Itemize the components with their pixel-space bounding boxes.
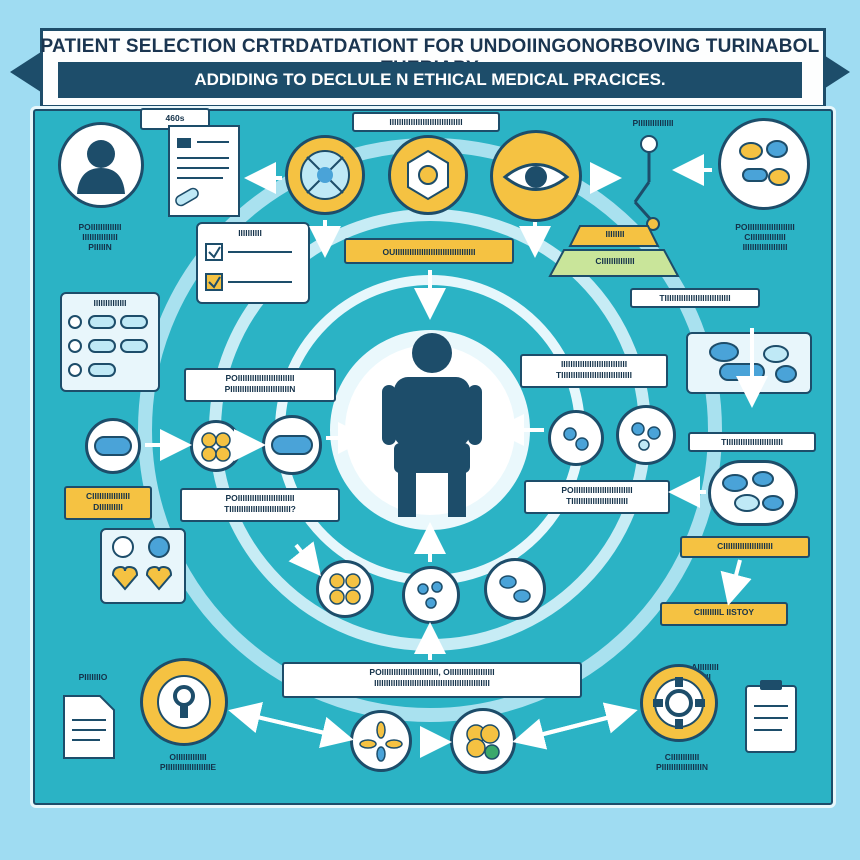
document-icon: [63, 695, 115, 759]
bottom-box: POIIIIIIIIIIIIIIIIIIIIIIII, OIIIIIIIIIII…: [282, 662, 582, 698]
bottom-cells-circle-3: [484, 558, 546, 620]
yellow-cells-icon: [201, 432, 231, 462]
blue-cells-icon: [631, 422, 661, 451]
subtitle-bar: [58, 62, 802, 98]
pills-circle: [718, 118, 810, 210]
page-subtitle: ADDIDING TO DECLULE N ETHICAL MEDICAL PR…: [194, 70, 666, 89]
mid-left-box: POIIIIIIIIIIIIIIIIIIIIIIII PIIIIIIIIIIII…: [184, 368, 336, 402]
user-silhouette-icon: [77, 140, 125, 194]
keyhole-icon: [157, 675, 211, 729]
capsule-icon: [94, 436, 132, 456]
profile-label: POIIIIIIIIIIIII IIIIIIIIIIIIIII PIIIIIN: [78, 222, 122, 252]
right-cell-circle-1: [548, 410, 604, 466]
pill-list-icon: [68, 315, 148, 377]
right-cell-circle-2: [616, 405, 676, 465]
lower-left-box: POIIIIIIIIIIIIIIIIIIIIIIII TIIIIIIIIIIII…: [180, 488, 340, 522]
central-patient-icon: [382, 333, 482, 517]
checklist-heading: IIIIIIIIII: [238, 228, 262, 238]
capsule-icon-2: [271, 435, 313, 455]
right-top-caption: POIIIIIIIIIIIIIIIIIIII CIIIIIIIIIIIIIII …: [735, 222, 795, 252]
pyramid-bottom-label: CIIIIIIIIIIIIII: [595, 256, 635, 266]
left-list-heading: IIIIIIIIIIIIII: [93, 298, 127, 308]
top-center-box: IIIIIIIIIIIIIIIIIIIIIIIIIIIIIII: [352, 112, 500, 132]
microscope-cell-icon: [300, 150, 350, 200]
bottom-left-tag: PIIIIIIIO: [78, 672, 108, 682]
bottom-left-caption: OIIIIIIIIIIIII PIIIIIIIIIIIIIIIIIIIE: [159, 752, 217, 772]
hearts-icon: [111, 536, 173, 591]
hexagon-molecule-icon: [407, 149, 449, 201]
right-yellow-box-1: CIIIIIIIIIIIIIIIIIIIII: [680, 536, 810, 558]
right-mid-label: TIIIIIIIIIIIIIIIIIIIIIIII: [688, 432, 816, 452]
bottom-cells-circle-1: [316, 560, 374, 618]
clipboard-icon: [745, 680, 797, 753]
yellow-cells-icon-2: [329, 573, 361, 605]
blue-dots-icon: [417, 581, 443, 609]
center-yellow-box: OUIIIIIIIIIIIIIIIIIIIIIIIIIIIIIIIIII: [344, 238, 514, 264]
capsules-icon: [709, 342, 797, 383]
eye-icon: [502, 163, 570, 191]
pills-icon: [739, 140, 790, 186]
mid-right-box: IIIIIIIIIIIIIIIIIIIIIIIIIIII TIIIIIIIIII…: [520, 354, 668, 388]
bottom-right-caption: CIIIIIIIIIIII PIIIIIIIIIIIIIIIIIN: [656, 752, 708, 772]
pyramid-top-label: IIIIIIII: [605, 229, 625, 239]
right-capsule-cluster: [708, 460, 798, 526]
blue-cells-icon-2: [499, 575, 531, 603]
bottom-center-circle-1: [350, 710, 412, 772]
molecule-chain-icon: [633, 135, 660, 231]
blue-cell-icon: [563, 427, 589, 451]
flower-cells-icon: [466, 724, 500, 760]
ribbon-left: [10, 50, 44, 94]
target-gear-icon: [653, 677, 705, 729]
left-yellow-box: CIIIIIIIIIIIIIIII DIIIIIIIIII: [64, 486, 152, 520]
right-yellow-box-2: CIIIIIIIIL IISTOY: [660, 602, 788, 626]
lower-right-box: POIIIIIIIIIIIIIIIIIIIIIIIII TIIIIIIIIIII…: [524, 480, 670, 514]
top-right-label: PIIIIIIIIIIIIIII: [632, 118, 674, 128]
right-top-box: TIIIIIIIIIIIIIIIIIIIIIIIIIIII: [630, 288, 760, 308]
capsule-cluster-icon: [722, 471, 784, 512]
clipboard-document-icon: [168, 125, 240, 217]
checklist-icon: [205, 243, 292, 291]
pyramid-icon: [548, 225, 680, 277]
petal-icon: [359, 721, 403, 762]
